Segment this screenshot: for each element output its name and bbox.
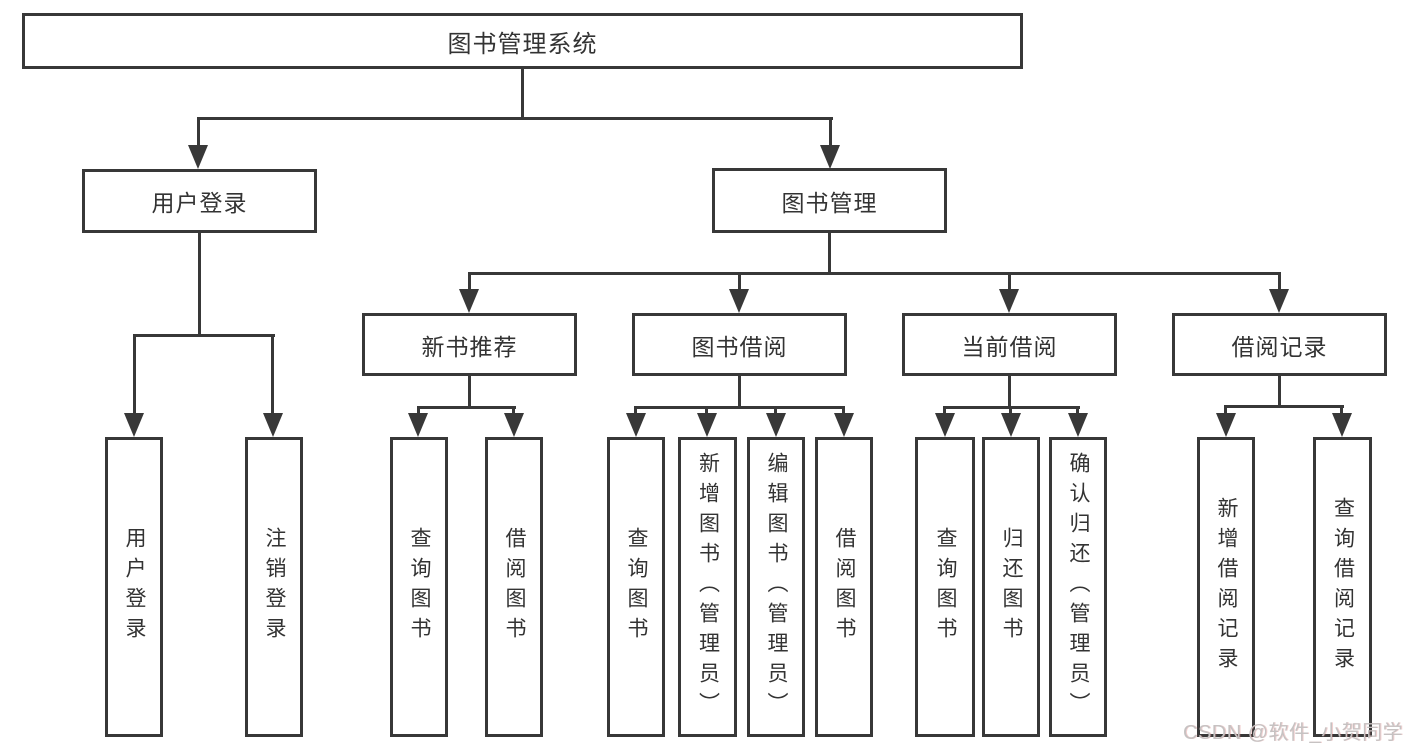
arrow-down-icon xyxy=(820,145,840,169)
connector-line xyxy=(521,69,524,119)
node-book-borrowing: 图书借阅 xyxy=(632,313,847,376)
connector-line xyxy=(1278,376,1281,407)
connector-line xyxy=(842,408,845,416)
connector-line xyxy=(634,408,637,416)
leaf-add-borrow-record: 新增借阅记录 xyxy=(1197,437,1255,737)
leaf-return-books: 归还图书 xyxy=(982,437,1040,737)
leaf-query-books-borrowing: 查询图书 xyxy=(607,437,665,737)
arrow-down-icon xyxy=(626,413,646,437)
leaf-user-login: 用户登录 xyxy=(105,437,163,737)
connector-line xyxy=(774,408,777,416)
node-borrowing-records: 借阅记录 xyxy=(1172,313,1387,376)
connector-line xyxy=(738,376,741,408)
arrow-down-icon xyxy=(697,413,717,437)
node-library-management-system: 图书管理系统 xyxy=(22,13,1023,69)
arrow-down-icon xyxy=(999,289,1019,313)
connector-line xyxy=(468,272,1281,275)
arrow-down-icon xyxy=(263,413,283,437)
arrow-down-icon xyxy=(459,289,479,313)
connector-line xyxy=(738,274,741,291)
arrow-down-icon xyxy=(188,145,208,169)
csdn-watermark: CSDN @软件_小贺同学 xyxy=(1183,722,1404,744)
connector-line xyxy=(133,334,275,337)
node-current-borrowing: 当前借阅 xyxy=(902,313,1117,376)
connector-line xyxy=(197,119,200,147)
connector-line xyxy=(512,408,515,416)
arrow-down-icon xyxy=(729,289,749,313)
leaf-borrow-books: 借阅图书 xyxy=(815,437,873,737)
node-user-login: 用户登录 xyxy=(82,169,317,233)
arrow-down-icon xyxy=(504,413,524,437)
connector-line xyxy=(271,336,274,415)
connector-line xyxy=(1224,405,1344,408)
connector-line xyxy=(417,408,420,416)
arrow-down-icon xyxy=(935,413,955,437)
leaf-borrow-books-recommend: 借阅图书 xyxy=(485,437,543,737)
connector-line xyxy=(1076,408,1079,416)
connector-line xyxy=(417,406,516,409)
leaf-add-books-admin: 新增图书（管理员） xyxy=(678,437,737,737)
arrow-down-icon xyxy=(1216,413,1236,437)
leaf-logout: 注销登录 xyxy=(245,437,303,737)
arrow-down-icon xyxy=(766,413,786,437)
connector-line xyxy=(197,117,833,120)
connector-line xyxy=(1008,274,1011,291)
arrow-down-icon xyxy=(1001,413,1021,437)
connector-line xyxy=(705,408,708,416)
node-book-management: 图书管理 xyxy=(712,168,947,233)
arrow-down-icon xyxy=(124,413,144,437)
leaf-edit-books-admin: 编辑图书（管理员） xyxy=(747,437,805,737)
connector-line xyxy=(468,376,471,408)
connector-line xyxy=(1224,407,1227,416)
arrow-down-icon xyxy=(834,413,854,437)
arrow-down-icon xyxy=(1269,289,1289,313)
connector-line xyxy=(829,119,832,147)
leaf-query-books-current: 查询图书 xyxy=(915,437,975,737)
connector-line xyxy=(943,408,946,416)
connector-line xyxy=(1340,407,1343,416)
connector-line xyxy=(1008,376,1011,408)
leaf-query-books-recommend: 查询图书 xyxy=(390,437,448,737)
connector-line xyxy=(133,336,136,415)
connector-line xyxy=(828,233,831,274)
connector-line xyxy=(468,274,471,291)
connector-line xyxy=(1009,408,1012,416)
arrow-down-icon xyxy=(408,413,428,437)
leaf-confirm-return-admin: 确认归还（管理员） xyxy=(1049,437,1107,737)
connector-line xyxy=(943,406,1080,409)
node-new-book-recommend: 新书推荐 xyxy=(362,313,577,376)
connector-line xyxy=(198,233,201,336)
arrow-down-icon xyxy=(1332,413,1352,437)
leaf-query-borrow-record: 查询借阅记录 xyxy=(1313,437,1372,737)
arrow-down-icon xyxy=(1068,413,1088,437)
connector-line xyxy=(634,406,845,409)
connector-line xyxy=(1278,274,1281,291)
